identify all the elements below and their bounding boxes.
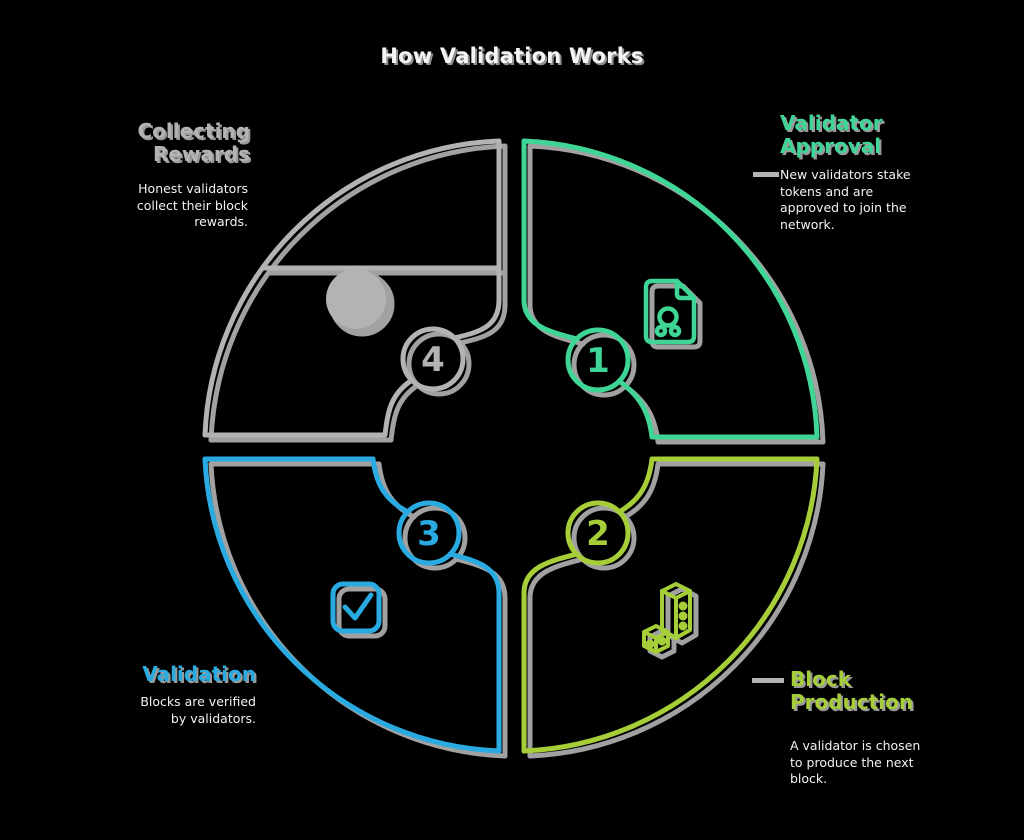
step4-quadrant: 4 [202,138,502,438]
step3-number: 3 [417,514,441,554]
step3-description: Blocks are verified by validators. [140,694,256,726]
step3-number-circle [396,500,462,566]
checkbox-check-icon [330,581,382,634]
step2-label: Block Production [790,667,914,714]
step2-number: 2 [586,514,610,554]
step3-label: Validation [142,662,256,686]
step2-description: A validator is chosen to produce the nex… [790,738,921,786]
step3-quadrant: 3 [202,456,502,754]
blocks-icon [642,582,692,654]
step3-inner-line2 [447,551,502,754]
step1-label: Validator Approval [780,111,883,158]
step2-quadrant: 2 [521,456,820,754]
step4-number-circle [400,326,466,392]
coin-icon [326,269,386,329]
step4-label: Collecting Rewards [137,119,250,166]
step1-number-circle [565,327,631,393]
step1-quadrant: 1 [521,138,820,440]
step2-inner-line [616,456,820,515]
document-seal-icon [643,278,697,345]
step4-description: Honest validators collect their block re… [136,181,248,229]
page-title: How Validation Works [380,44,644,68]
step4-arc [202,138,502,438]
step3-inner-line [202,456,411,515]
leader-dash-top-right [753,172,779,177]
step4-inner-line [202,377,415,438]
step2-number-circle [565,500,631,566]
step1-arc [521,138,820,440]
step1-number: 1 [586,341,610,381]
step2-inner-line2 [521,551,580,754]
step3-arc [202,456,502,754]
step1-description: New validators stake tokens and are appr… [780,167,911,232]
step4-number: 4 [421,340,445,380]
step1-inner-line [521,138,580,342]
leader-dash-bottom-right [752,678,784,683]
step2-arc [521,456,820,754]
